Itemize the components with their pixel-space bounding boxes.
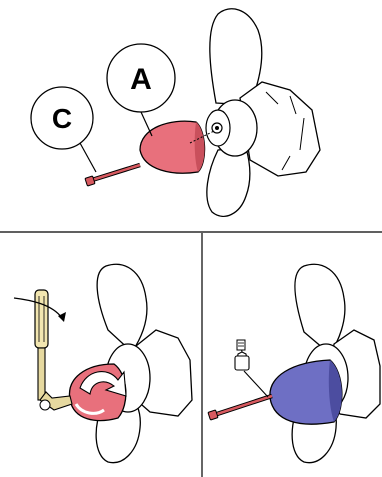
turn-arrow-head (58, 312, 66, 322)
bottom-right-panel (208, 264, 380, 462)
screwdriver-icon (35, 290, 72, 410)
bottom-left-panel (14, 264, 192, 462)
shaft-center (215, 126, 219, 130)
propeller-blade-lower (207, 148, 250, 216)
callout-C: C (31, 87, 96, 172)
bottle-pointer-line (244, 371, 268, 397)
callout-A-label: A (130, 63, 152, 96)
propeller-blade-upper (295, 264, 345, 354)
propeller-blade-upper (97, 264, 147, 352)
screw (208, 396, 272, 420)
thread-lock-bottle-icon (235, 340, 249, 370)
top-panel: C A (31, 9, 320, 217)
callout-C-label: C (52, 103, 72, 134)
callout-A: A (107, 44, 175, 136)
